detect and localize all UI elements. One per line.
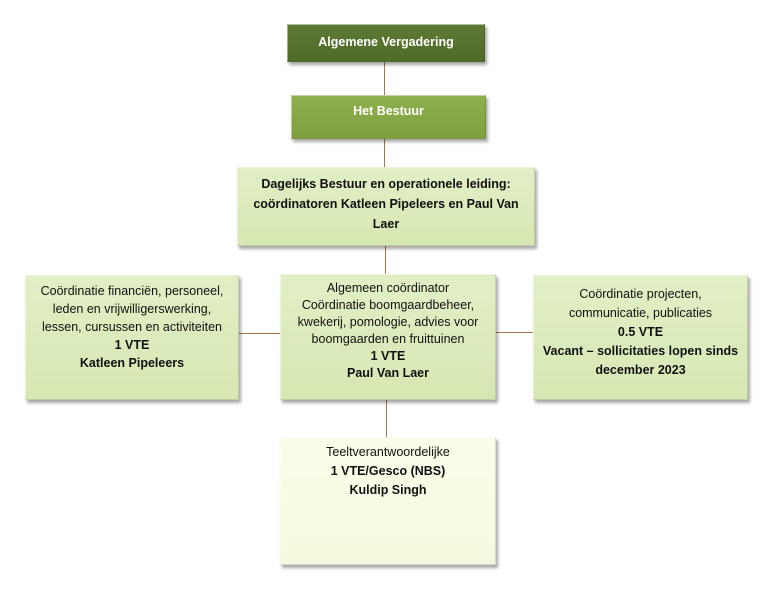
node-label-line: coördinatoren Katleen Pipeleers en Paul …: [253, 197, 519, 211]
node-label-line: boomgaarden en fruittuinen: [311, 332, 465, 346]
node-label-line: communicatie, publicaties: [568, 306, 713, 320]
connector-algemeen-projecten: [496, 332, 533, 333]
connector-dagelijks-algemeen: [385, 246, 386, 274]
node-label-line: lessen, cursussen en activiteiten: [42, 320, 222, 334]
node-person-line: Vacant – sollicitaties lopen sinds: [542, 344, 739, 358]
node-person: Katleen Pipeleers: [79, 356, 185, 370]
node-person: Kuldip Singh: [349, 483, 427, 497]
node-label: Algemene Vergadering: [318, 35, 454, 49]
node-fte: 1 VTE: [370, 349, 406, 363]
node-teelt: Teeltverantwoordelijke 1 VTE/Gesco (NBS)…: [280, 437, 496, 565]
node-label-line: Coördinatie projecten,: [579, 287, 702, 301]
node-het-bestuur: Het Bestuur: [291, 95, 486, 139]
node-label: Het Bestuur: [353, 104, 424, 118]
node-person: Paul Van Laer: [347, 366, 429, 380]
node-label-line: Teeltverantwoordelijke: [326, 445, 450, 459]
connector-algemeen-teelt: [386, 400, 387, 437]
node-label-line: Laer: [372, 217, 400, 231]
node-algemeen-coordinator: Algemeen coördinator Coördinatie boomgaa…: [280, 274, 496, 400]
node-label-line: Algemeen coördinator: [326, 281, 450, 295]
node-projecten: Coördinatie projecten, communicatie, pub…: [533, 275, 748, 400]
node-person-line: december 2023: [595, 363, 686, 377]
node-fte: 0.5 VTE: [617, 325, 664, 339]
node-algemene-vergadering: Algemene Vergadering: [287, 24, 485, 62]
connector-bestuur-dagelijks: [384, 139, 385, 167]
node-dagelijks-bestuur: Dagelijks Bestuur en operationele leidin…: [237, 167, 535, 246]
node-fte: 1 VTE/Gesco (NBS): [330, 464, 446, 478]
node-label-line: Dagelijks Bestuur en operationele leidin…: [261, 177, 511, 191]
connector-financien-algemeen: [239, 333, 280, 334]
node-label-line: kwekerij, pomologie, advies voor: [297, 315, 479, 329]
node-fte: 1 VTE: [114, 338, 150, 352]
node-financien: Coördinatie financiën, personeel, leden …: [25, 275, 239, 400]
connector-av-bestuur: [384, 62, 385, 95]
node-label-line: Coördinatie boomgaardbeheer,: [301, 298, 475, 312]
node-label-line: Coördinatie financiën, personeel,: [40, 284, 224, 298]
node-label-line: leden en vrijwilligerswerking,: [52, 302, 212, 316]
